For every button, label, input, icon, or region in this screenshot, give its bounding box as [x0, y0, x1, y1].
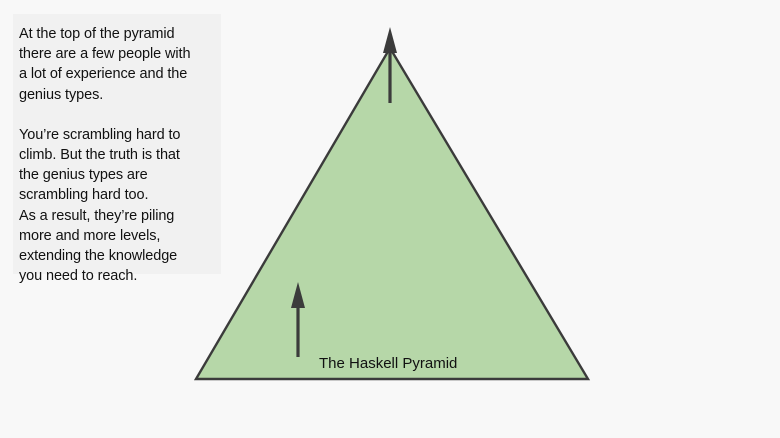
apex-arrow-head	[383, 27, 397, 53]
annotation-paragraph-1: At the top of the pyramid there are a fe…	[19, 26, 191, 103]
annotation-panel: At the top of the pyramid there are a fe…	[13, 14, 221, 284]
pyramid-label: The Haskell Pyramid	[319, 355, 458, 372]
annotation-paragraph-2: You’re scrambling hard to climb. But the…	[19, 126, 181, 285]
climb-arrow-head	[291, 282, 305, 308]
annotation-paragraph-gap	[19, 105, 215, 125]
apex-arrow	[383, 27, 397, 103]
climb-arrow	[291, 282, 305, 357]
pyramid-shape	[193, 45, 591, 381]
